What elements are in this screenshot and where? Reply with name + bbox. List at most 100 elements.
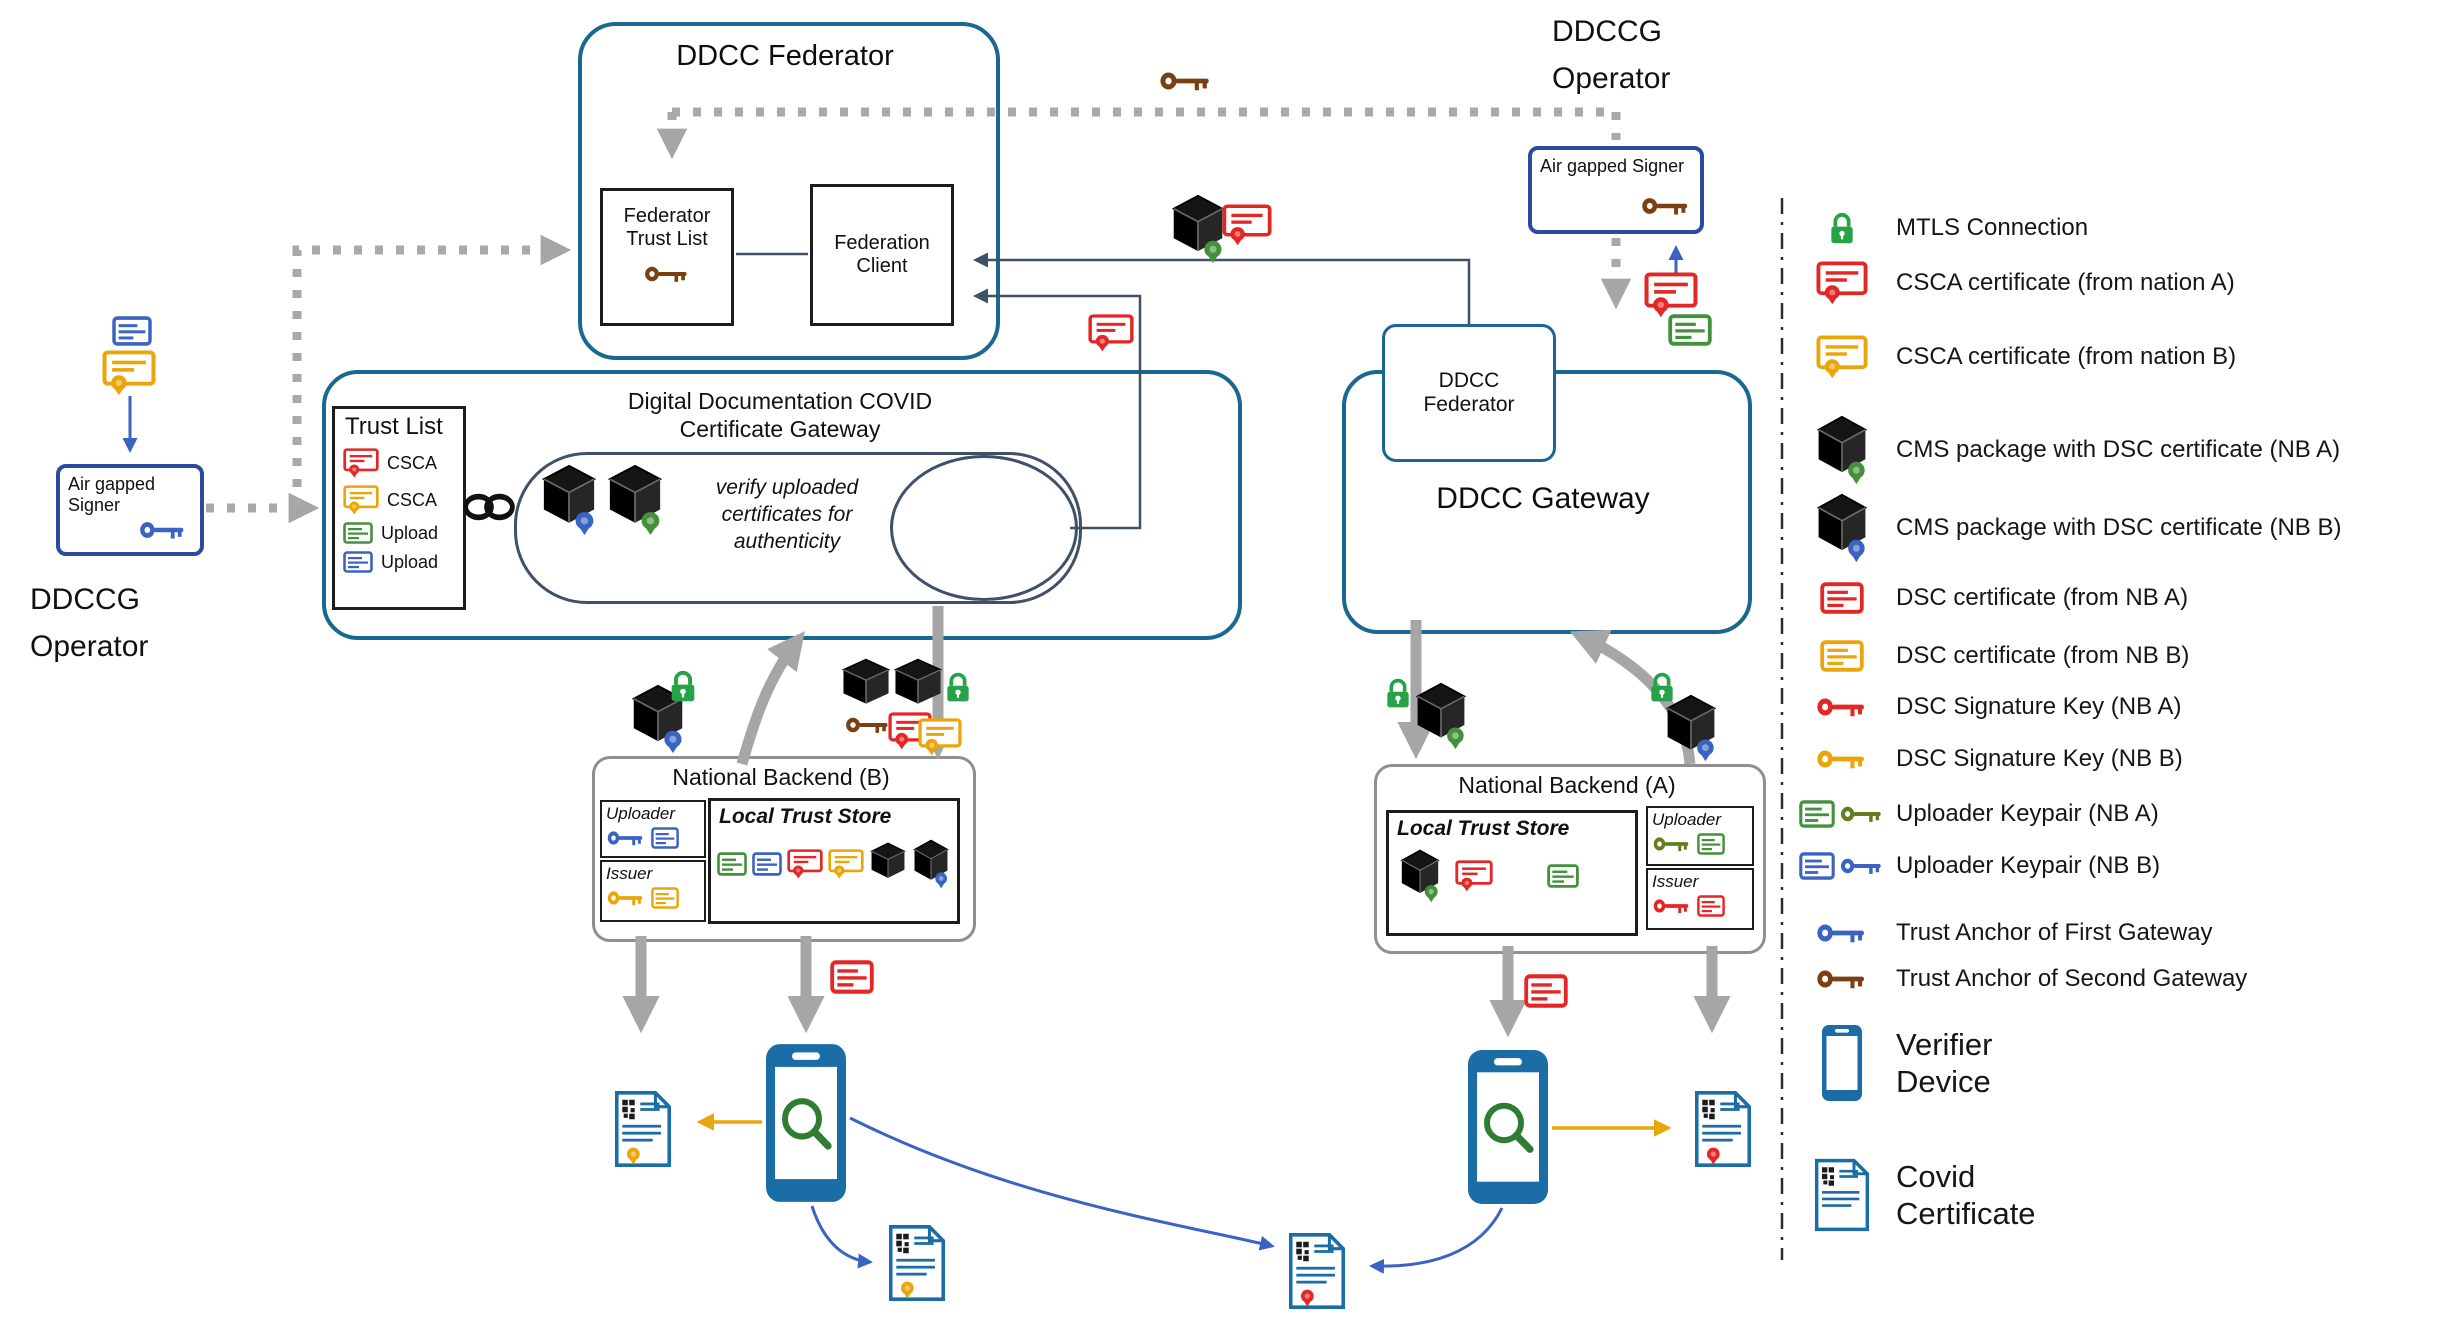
verifier-device-a-icon [1466,1048,1550,1206]
trust-anchor-second-key-icon [643,263,691,285]
legend-item-covid-certificate: Covid Certificate [1798,1150,2086,1240]
cms-package-a-icon [1399,849,1441,903]
csca-certificate-b-icon [102,350,156,396]
uploader-key-b-icon [1839,855,1885,877]
backend-a-uploader-box: Uploader [1646,806,1754,866]
backend-b-uploader-box: Uploader [600,800,706,858]
trust-anchor-second-key-icon [1158,68,1214,94]
air-gapped-signer-left-label: Air gapped Signer [68,474,156,515]
covid-certificate-a-icon [1288,1232,1346,1310]
backend-b-trust-store-box: Local Trust Store [708,798,960,924]
verifier-device-b-icon [764,1042,848,1204]
legend-item-dsc-a: DSC certificate (from NB A) [1798,578,2188,618]
mtls-lock-icon [666,668,700,704]
csca-certificate-a-icon [1455,860,1493,892]
uploader-card-b-icon [752,852,782,876]
uploader-card-a-icon [717,852,747,876]
line-verify-to-federation-client [973,288,1142,530]
verify-ellipse-shape [890,455,1078,601]
operator-top-label: DDCCG Operator [1552,8,1670,102]
ddcc-federator-box [578,22,1000,360]
cms-package-b-icon [630,684,686,754]
uploader-card-a-icon [1697,833,1725,855]
cms-package-icon [892,658,944,714]
legend-item-mtls: MTLS Connection [1798,206,2088,250]
uploader-key-b-icon [606,828,646,848]
arrow-verifier-b-scans-cert [810,1205,873,1269]
legend-item-anchor-first: Trust Anchor of First Gateway [1798,916,2213,950]
backend-b-title: National Backend (B) [672,764,890,790]
trust-list-item: CSCA [335,485,463,515]
legend-item-csca-a: CSCA certificate (from nation A) [1798,258,2235,308]
csca-certificate-a-icon [1816,261,1868,305]
legend-item-verifier-device: Verifier Device [1798,1018,2086,1108]
gateway2-federator-box: DDCC Federator [1382,324,1556,462]
gateway-title-line1: Digital Documentation COVID [627,388,933,414]
cms-package-b-icon [1664,694,1718,762]
uploader-card-a-icon [343,522,373,544]
csca-certificate-b-icon [343,485,379,515]
backend-b-issuer-box: Issuer [600,860,706,922]
dotted-arrow-signer-to-federator-trust-list [292,234,572,508]
uploader-card-a-icon [1547,864,1579,888]
cms-package-icon [840,658,892,714]
legend-item-csca-b: CSCA certificate (from nation B) [1798,332,2236,382]
uploader-card-a-icon [1668,314,1712,346]
legend-item-keypair-a: Uploader Keypair (NB A) [1798,794,2159,834]
legend-item-keypair-b: Uploader Keypair (NB B) [1798,846,2160,886]
federator-trust-list-label: Federator Trust List [623,205,711,250]
csca-certificate-b-icon [828,849,864,879]
chain-link-icon [460,490,518,524]
federation-client-box: Federation Client [810,184,954,326]
backend-a-issuer-label: Issuer [1652,872,1699,891]
dsc-certificate-b-icon [651,887,679,909]
covid-certificate-icon [1814,1158,1870,1232]
arrow-verifier-a-scans-cert [1369,1207,1504,1274]
legend-item-anchor-second: Trust Anchor of Second Gateway [1798,962,2247,996]
arrow-backend-b-upload-to-gateway [736,631,805,766]
operator-top-line1: DDCCG [1552,15,1662,48]
covid-certificate-a-icon [1694,1090,1752,1168]
covid-certificate-b-icon [614,1090,672,1168]
trust-anchor-second-key-icon [844,714,892,736]
cms-package-a-icon [1170,194,1226,264]
uploader-card-b-icon [112,316,152,346]
trust-anchor-second-key-icon [1815,966,1869,992]
verify-note: verify uploaded certificates for authent… [715,476,859,553]
covid-certificate-b-icon [888,1224,946,1302]
federation-client-label: Federation Client [834,232,930,277]
verifier-device-icon [1821,1024,1863,1102]
trust-list-item: CSCA [335,448,463,478]
cms-package-b-icon [540,464,598,536]
backend-b-uploader-label: Uploader [606,804,675,823]
dsc-certificate-a-icon [1820,582,1864,614]
arrow-verifier-b-scans-foreign-cert [849,1116,1275,1251]
legend-item-key-a: DSC Signature Key (NB A) [1798,690,2181,724]
trust-anchor-first-key-icon [1815,920,1869,946]
air-gapped-signer-top-label: Air gapped Signer [1540,156,1685,176]
gateway2-federator-label: DDCC Federator [1423,369,1515,416]
legend-item-cms-b: CMS package with DSC certificate (NB B) [1798,490,2341,566]
ddcc-gateway-title: DDCC Gateway [1436,482,1650,515]
backend-a-uploader-label: Uploader [1652,810,1721,829]
trust-list-item: Upload [335,551,463,573]
trust-list-item: Upload [335,522,463,544]
cms-package-a-icon [1414,682,1468,750]
csca-certificate-b-icon [918,718,962,756]
cms-package-b-icon [1815,493,1869,563]
backend-a-trust-store-label: Local Trust Store [1397,817,1570,840]
dsc-signature-key-a-icon [1815,694,1869,720]
mtls-lock-icon [1646,670,1678,704]
legend-item-key-b: DSC Signature Key (NB B) [1798,742,2183,776]
operator-top-line2: Operator [1552,62,1671,95]
csca-certificate-a-icon [1644,272,1698,318]
cms-package-icon [869,842,907,886]
cms-package-b-icon [912,839,950,889]
mtls-lock-icon [1826,210,1858,246]
csca-certificate-a-icon [1222,204,1272,246]
dsc-certificate-a-icon [830,960,874,994]
dsc-certificate-a-icon [1697,895,1725,917]
legend-item-dsc-b: DSC certificate (from NB B) [1798,636,2189,676]
uploader-card-b-icon [1799,852,1835,880]
